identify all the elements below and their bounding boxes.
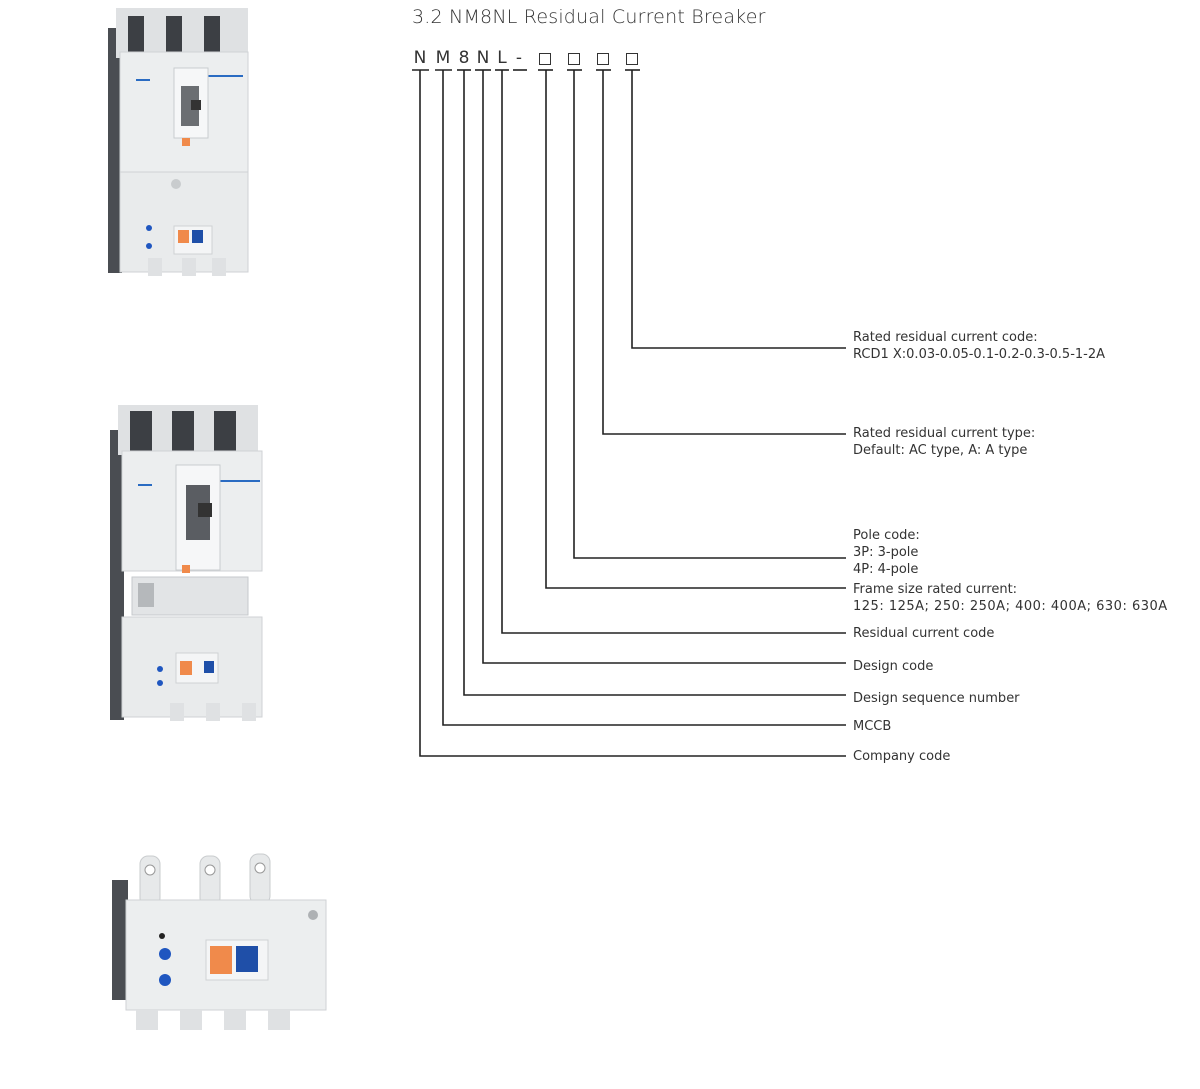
desc-design-code: Design code	[853, 659, 934, 674]
desc-frame-size-rated-current: Frame size rated current: 125: 125A; 250…	[853, 581, 1168, 615]
reset-button-blue	[192, 230, 203, 243]
desc-detail: Default: AC type, A: A type	[853, 443, 1028, 458]
desc-heading: Frame size rated current:	[853, 582, 1018, 597]
desc-rated-residual-current-type: Rated residual current type: Default: AC…	[853, 425, 1035, 459]
leader-mccb	[442, 70, 846, 726]
leader-rated-residual-current-code	[631, 70, 846, 349]
code-char-mccb-m: M	[435, 48, 451, 68]
desc-pole-code: Pole code: 3P: 3-pole 4P: 4-pole	[853, 527, 920, 578]
desc-design-sequence-number: Design sequence number	[853, 691, 1020, 706]
leader-pole-code	[573, 70, 846, 559]
code-box-residual-type	[597, 53, 609, 65]
page-title: 3.2 NM8NL Residual Current Breaker	[412, 6, 766, 28]
orange-indicator	[182, 565, 190, 573]
product-image-rcd-module	[112, 853, 327, 1030]
desc-detail: 3P: 3-pole	[853, 545, 919, 560]
code-box-residual-current	[626, 53, 638, 65]
code-char-design-n: N	[476, 48, 490, 68]
test-button-orange	[210, 946, 232, 974]
desc-heading: Pole code:	[853, 528, 920, 543]
desc-detail: 4P: 4-pole	[853, 562, 919, 577]
desc-mccb: MCCB	[853, 719, 892, 734]
code-box-frame-size	[539, 53, 551, 65]
reset-button-blue	[204, 661, 214, 673]
leader-company-code	[419, 70, 846, 757]
desc-heading: Rated residual current code:	[853, 330, 1038, 345]
code-char-dash: -	[515, 48, 523, 68]
leader-residual-current-code	[501, 70, 846, 634]
product-image-breaker-2	[110, 405, 263, 721]
product-image-breaker-1	[108, 8, 249, 276]
desc-heading: Rated residual current type:	[853, 426, 1036, 441]
test-button-orange	[180, 661, 192, 675]
desc-company-code: Company code	[853, 749, 951, 764]
leader-design-code	[482, 70, 846, 664]
code-char-residual-l: L	[497, 48, 507, 68]
desc-detail: RCD1 X:0.03-0.05-0.1-0.2-0.3-0.5-1-2A	[853, 347, 1106, 362]
code-box-pole	[568, 53, 580, 65]
desc-rated-residual-current-code: Rated residual current code: RCD1 X:0.03…	[853, 329, 1105, 363]
code-char-design-seq-8: 8	[458, 48, 470, 68]
leader-design-sequence	[463, 70, 846, 696]
reset-button-blue	[236, 946, 258, 972]
code-char-company-n: N	[413, 48, 427, 68]
desc-residual-current-code: Residual current code	[853, 626, 995, 641]
desc-detail: 125: 125A; 250: 250A; 400: 400A; 630: 63…	[853, 599, 1168, 614]
orange-indicator	[182, 138, 190, 146]
leader-rated-residual-current-type	[602, 70, 846, 435]
test-button-orange	[178, 230, 189, 243]
leader-frame-size	[545, 70, 846, 589]
